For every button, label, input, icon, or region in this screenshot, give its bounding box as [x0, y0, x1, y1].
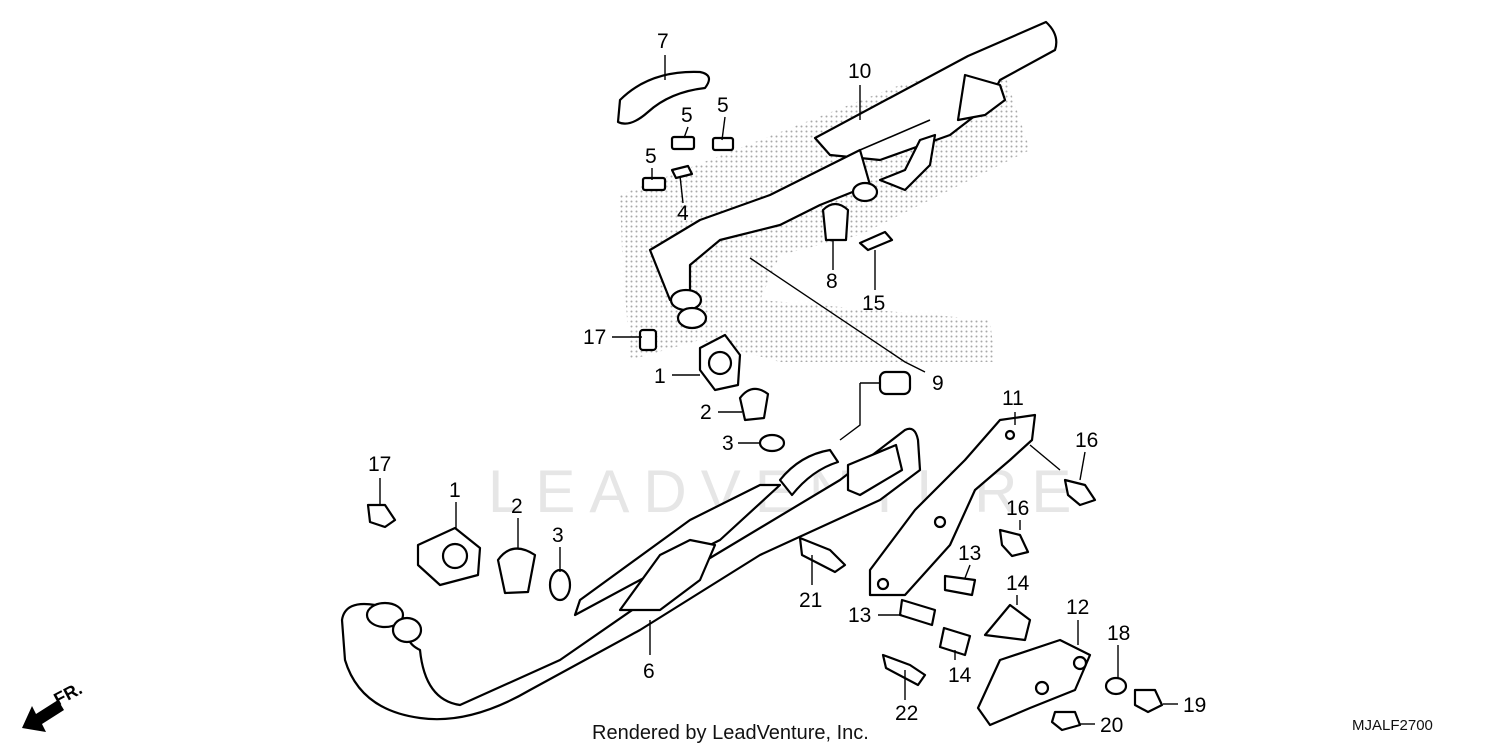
callout-3a: 3: [722, 432, 734, 455]
callout-11: 11: [1002, 387, 1024, 410]
callout-5b: 5: [717, 94, 729, 117]
callout-19: 19: [1183, 694, 1206, 717]
callout-14b: 14: [948, 664, 972, 687]
callout-20: 20: [1100, 714, 1123, 737]
muffler-bracket: [798, 413, 1097, 627]
callout-12: 12: [1066, 596, 1089, 619]
callout-17b: 17: [368, 453, 391, 476]
callout-6: 6: [643, 660, 655, 683]
callout-3b: 3: [552, 524, 564, 547]
callout-21: 21: [799, 589, 822, 612]
lower-joint-parts: [366, 503, 572, 602]
callout-13b: 13: [848, 604, 871, 627]
callout-18: 18: [1107, 622, 1130, 645]
callout-1b: 1: [449, 479, 461, 502]
rear-muffler: [648, 20, 1058, 330]
muffler-band: [821, 202, 894, 252]
render-credit: Rendered by LeadVenture, Inc.: [592, 722, 869, 744]
front-exhaust-pipe: [340, 427, 922, 721]
callout-13a: 13: [958, 542, 981, 565]
callout-1a: 1: [654, 365, 666, 388]
leader-lines: [379, 55, 1178, 725]
callout-16a: 16: [1075, 429, 1098, 452]
callout-14a: 14: [1006, 572, 1030, 595]
front-direction-indicator: FR.: [22, 678, 85, 732]
callouts: 7 10 5 5 5 4 8 15 17 1 2 3 9 11 16 17 1 …: [368, 30, 1206, 737]
callout-5c: 5: [645, 145, 657, 168]
callout-17a: 17: [583, 326, 606, 349]
callout-22: 22: [895, 702, 918, 725]
clips: [641, 135, 735, 192]
callout-4: 4: [677, 202, 689, 225]
heat-shield: [616, 70, 711, 125]
diagram-code: MJALF2700: [1352, 717, 1433, 734]
callout-2a: 2: [700, 401, 712, 424]
callout-10: 10: [848, 60, 871, 83]
callout-15: 15: [862, 292, 885, 315]
upper-joint-parts: [638, 328, 912, 453]
lower-bracket: [881, 603, 1164, 732]
callout-8: 8: [826, 270, 838, 293]
front-arrow-icon: [22, 700, 64, 732]
callout-2b: 2: [511, 495, 523, 518]
callout-7: 7: [657, 30, 669, 53]
callout-5a: 5: [681, 104, 693, 127]
callout-16b: 16: [1006, 497, 1029, 520]
callout-9: 9: [932, 372, 944, 395]
